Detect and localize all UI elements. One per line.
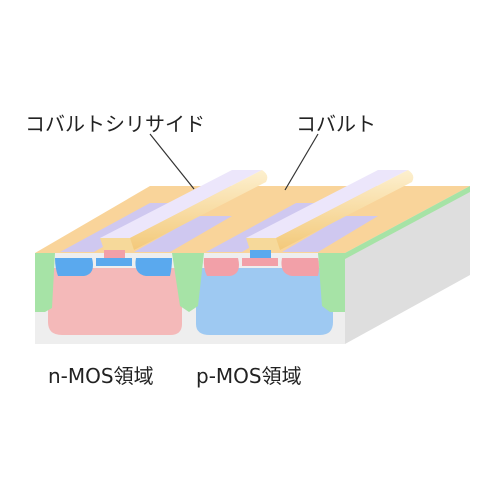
pmos-gate-electrode <box>275 170 414 250</box>
nmos-gate-top <box>100 170 262 238</box>
pmos-well <box>196 268 333 335</box>
nmos-gate-electrode <box>129 170 268 250</box>
isolation-left <box>35 253 55 312</box>
cobalt-silicide-label: コバルトシリサイド <box>25 112 205 136</box>
pmos-gate-top <box>246 170 408 238</box>
nmos-well <box>48 268 182 335</box>
silicide-strip-right-inner <box>282 216 378 252</box>
cobalt-silicide-leader <box>149 133 195 190</box>
silicide-strip-left-inner <box>134 216 232 252</box>
pmos-drain <box>281 258 319 276</box>
nmos-drain <box>135 258 172 276</box>
pmos-gate-oxide <box>242 258 278 266</box>
isolation-right <box>318 253 345 312</box>
nmos-source <box>55 258 93 276</box>
pmos-source <box>203 258 239 276</box>
nmos-gate-front-cap <box>100 238 134 250</box>
pmos-region-label: p-MOS領域 <box>196 364 302 388</box>
cobalt-leader <box>284 133 319 191</box>
nmos-gate-oxide <box>96 258 132 266</box>
isolation-edge-right <box>345 186 470 259</box>
cobalt-label: コバルト <box>296 112 376 136</box>
nmos-region-label: n-MOS領域 <box>48 364 154 388</box>
substrate-side-face <box>345 186 470 344</box>
pmos-gate-front-cap <box>246 238 280 250</box>
isolation-center <box>172 253 204 312</box>
